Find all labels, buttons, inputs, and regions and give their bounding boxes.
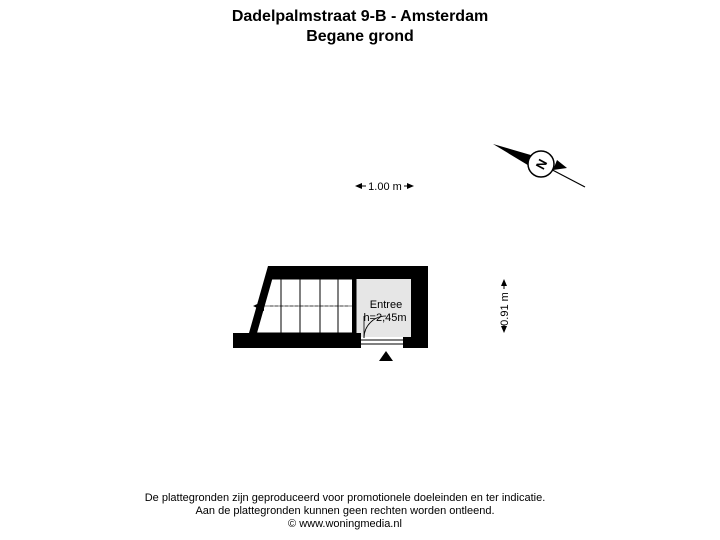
floorplan-layout: Entree h=2,45m (233, 266, 428, 361)
room-name: Entree (370, 299, 402, 311)
page-subtitle-floor: Begane grond (306, 28, 414, 45)
entree-room-fill (356, 279, 411, 337)
wall-bottom-right (403, 337, 411, 348)
wall-bottom-left (233, 333, 361, 348)
page-title-address: Dadelpalmstraat 9-B - Amsterdam (231, 8, 489, 25)
footer-disclaimer-2: Aan de plattegronden kunnen geen rechten… (195, 505, 495, 517)
entrance-arrow-icon (379, 351, 393, 361)
compass-ring (527, 150, 555, 178)
dimension-height: 0.91 m (499, 279, 511, 333)
wall-stair-partition (352, 279, 356, 335)
room-height: h=2,45m (363, 312, 406, 324)
wall-right (411, 266, 428, 348)
dimension-arrow-up-icon (501, 279, 507, 286)
dimension-arrow-down-icon (501, 326, 507, 333)
compass-icon: N (493, 144, 586, 188)
wall-left-diagonal (249, 266, 276, 333)
compass-tick (553, 160, 567, 170)
footer-disclaimer-1: De plattegronden zijn geproduceerd voor … (144, 492, 546, 504)
scale-arrow-right-icon (407, 183, 414, 189)
footer-copyright: © www.woningmedia.nl (288, 518, 402, 530)
scale-label: 1.00 m (368, 181, 402, 193)
dimension-label: 0.91 m (499, 292, 511, 326)
wall-top (268, 266, 428, 279)
scale-arrow-left-icon (355, 183, 362, 189)
scale-bar: 1.00 m (355, 181, 414, 193)
